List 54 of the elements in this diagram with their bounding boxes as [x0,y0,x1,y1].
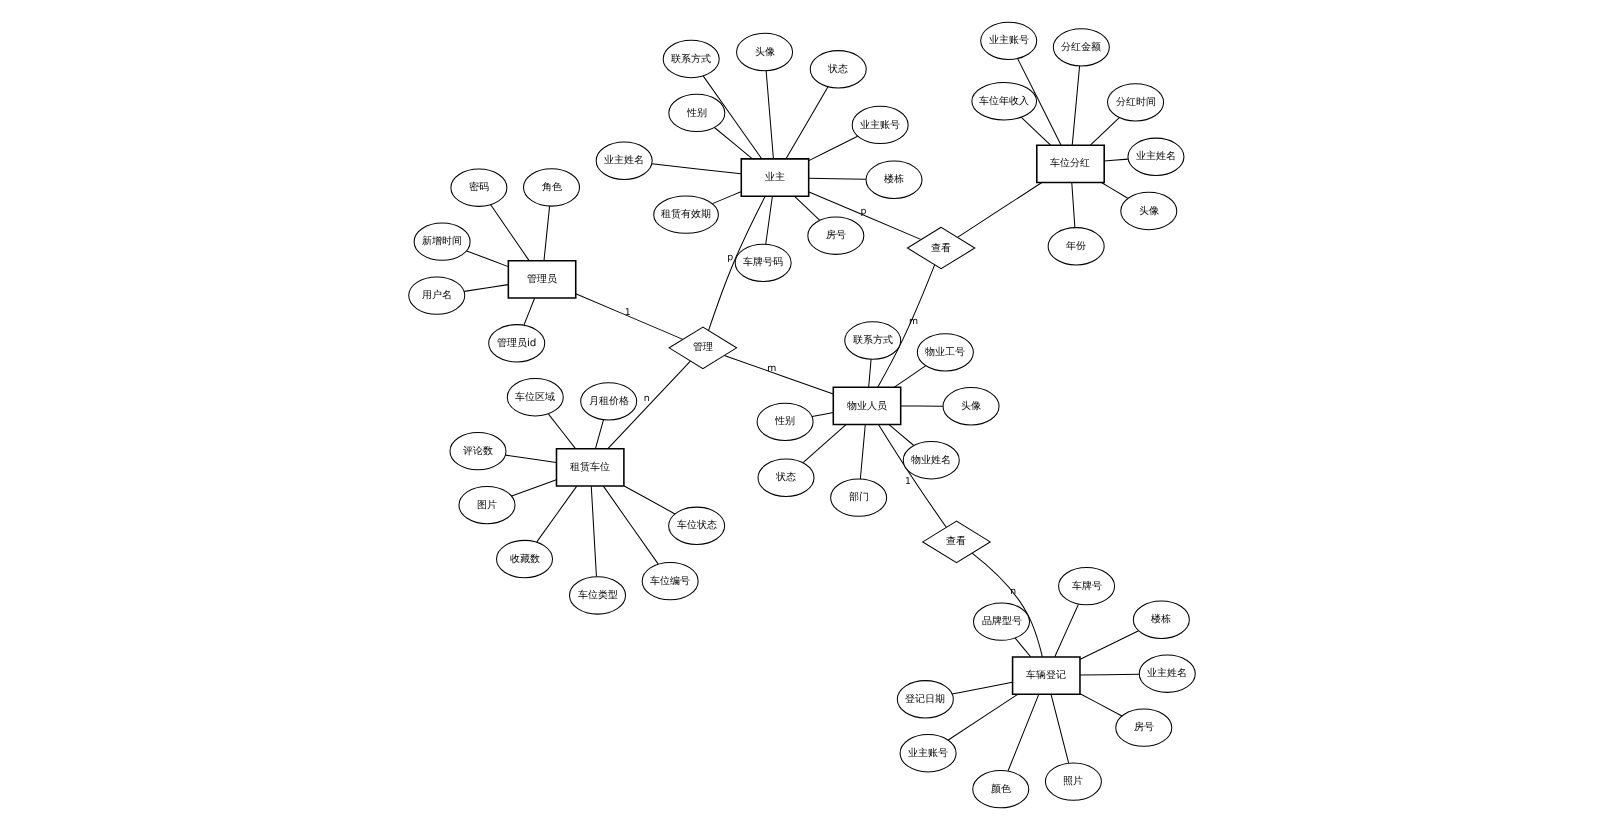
connector [462,283,508,291]
connector [892,364,925,387]
connector [955,181,1041,237]
connector [574,292,683,339]
connector [1016,57,1061,145]
connector [542,204,550,260]
connector [1102,157,1128,161]
connector [807,190,921,239]
connector [710,190,741,204]
connector [1006,692,1039,771]
connector [764,69,773,159]
connector [1070,181,1075,227]
connector [1088,116,1119,145]
connector [1070,64,1080,145]
connector [601,484,658,564]
connector [503,453,556,462]
connector [899,404,943,406]
connector [701,74,762,159]
connector [722,353,833,394]
connector [810,410,833,417]
connector [510,478,556,496]
connector [887,423,914,445]
connector [1049,693,1069,763]
connector [764,194,772,244]
connector [593,418,603,449]
connector [876,263,935,387]
connector [707,194,765,330]
connector [807,176,866,179]
connector [801,423,846,463]
connector [1078,672,1139,675]
connector [489,203,529,260]
connector [622,484,675,514]
connector [867,357,871,387]
connector [1078,692,1122,716]
connector [1078,629,1139,659]
connector [547,412,575,449]
connector [1013,636,1031,657]
connector [1053,602,1078,657]
connector [589,484,596,576]
connector [606,359,690,449]
connector [1019,115,1051,145]
connector [712,125,752,159]
connector [793,194,820,220]
connector [877,423,946,527]
connector [950,680,1012,694]
connector [784,85,828,159]
connector [807,134,858,161]
connector [1100,181,1128,198]
connector [535,484,577,542]
connector [858,423,865,479]
connector [522,296,535,325]
connector [465,249,508,267]
connector [946,692,1018,740]
connector [650,162,741,174]
